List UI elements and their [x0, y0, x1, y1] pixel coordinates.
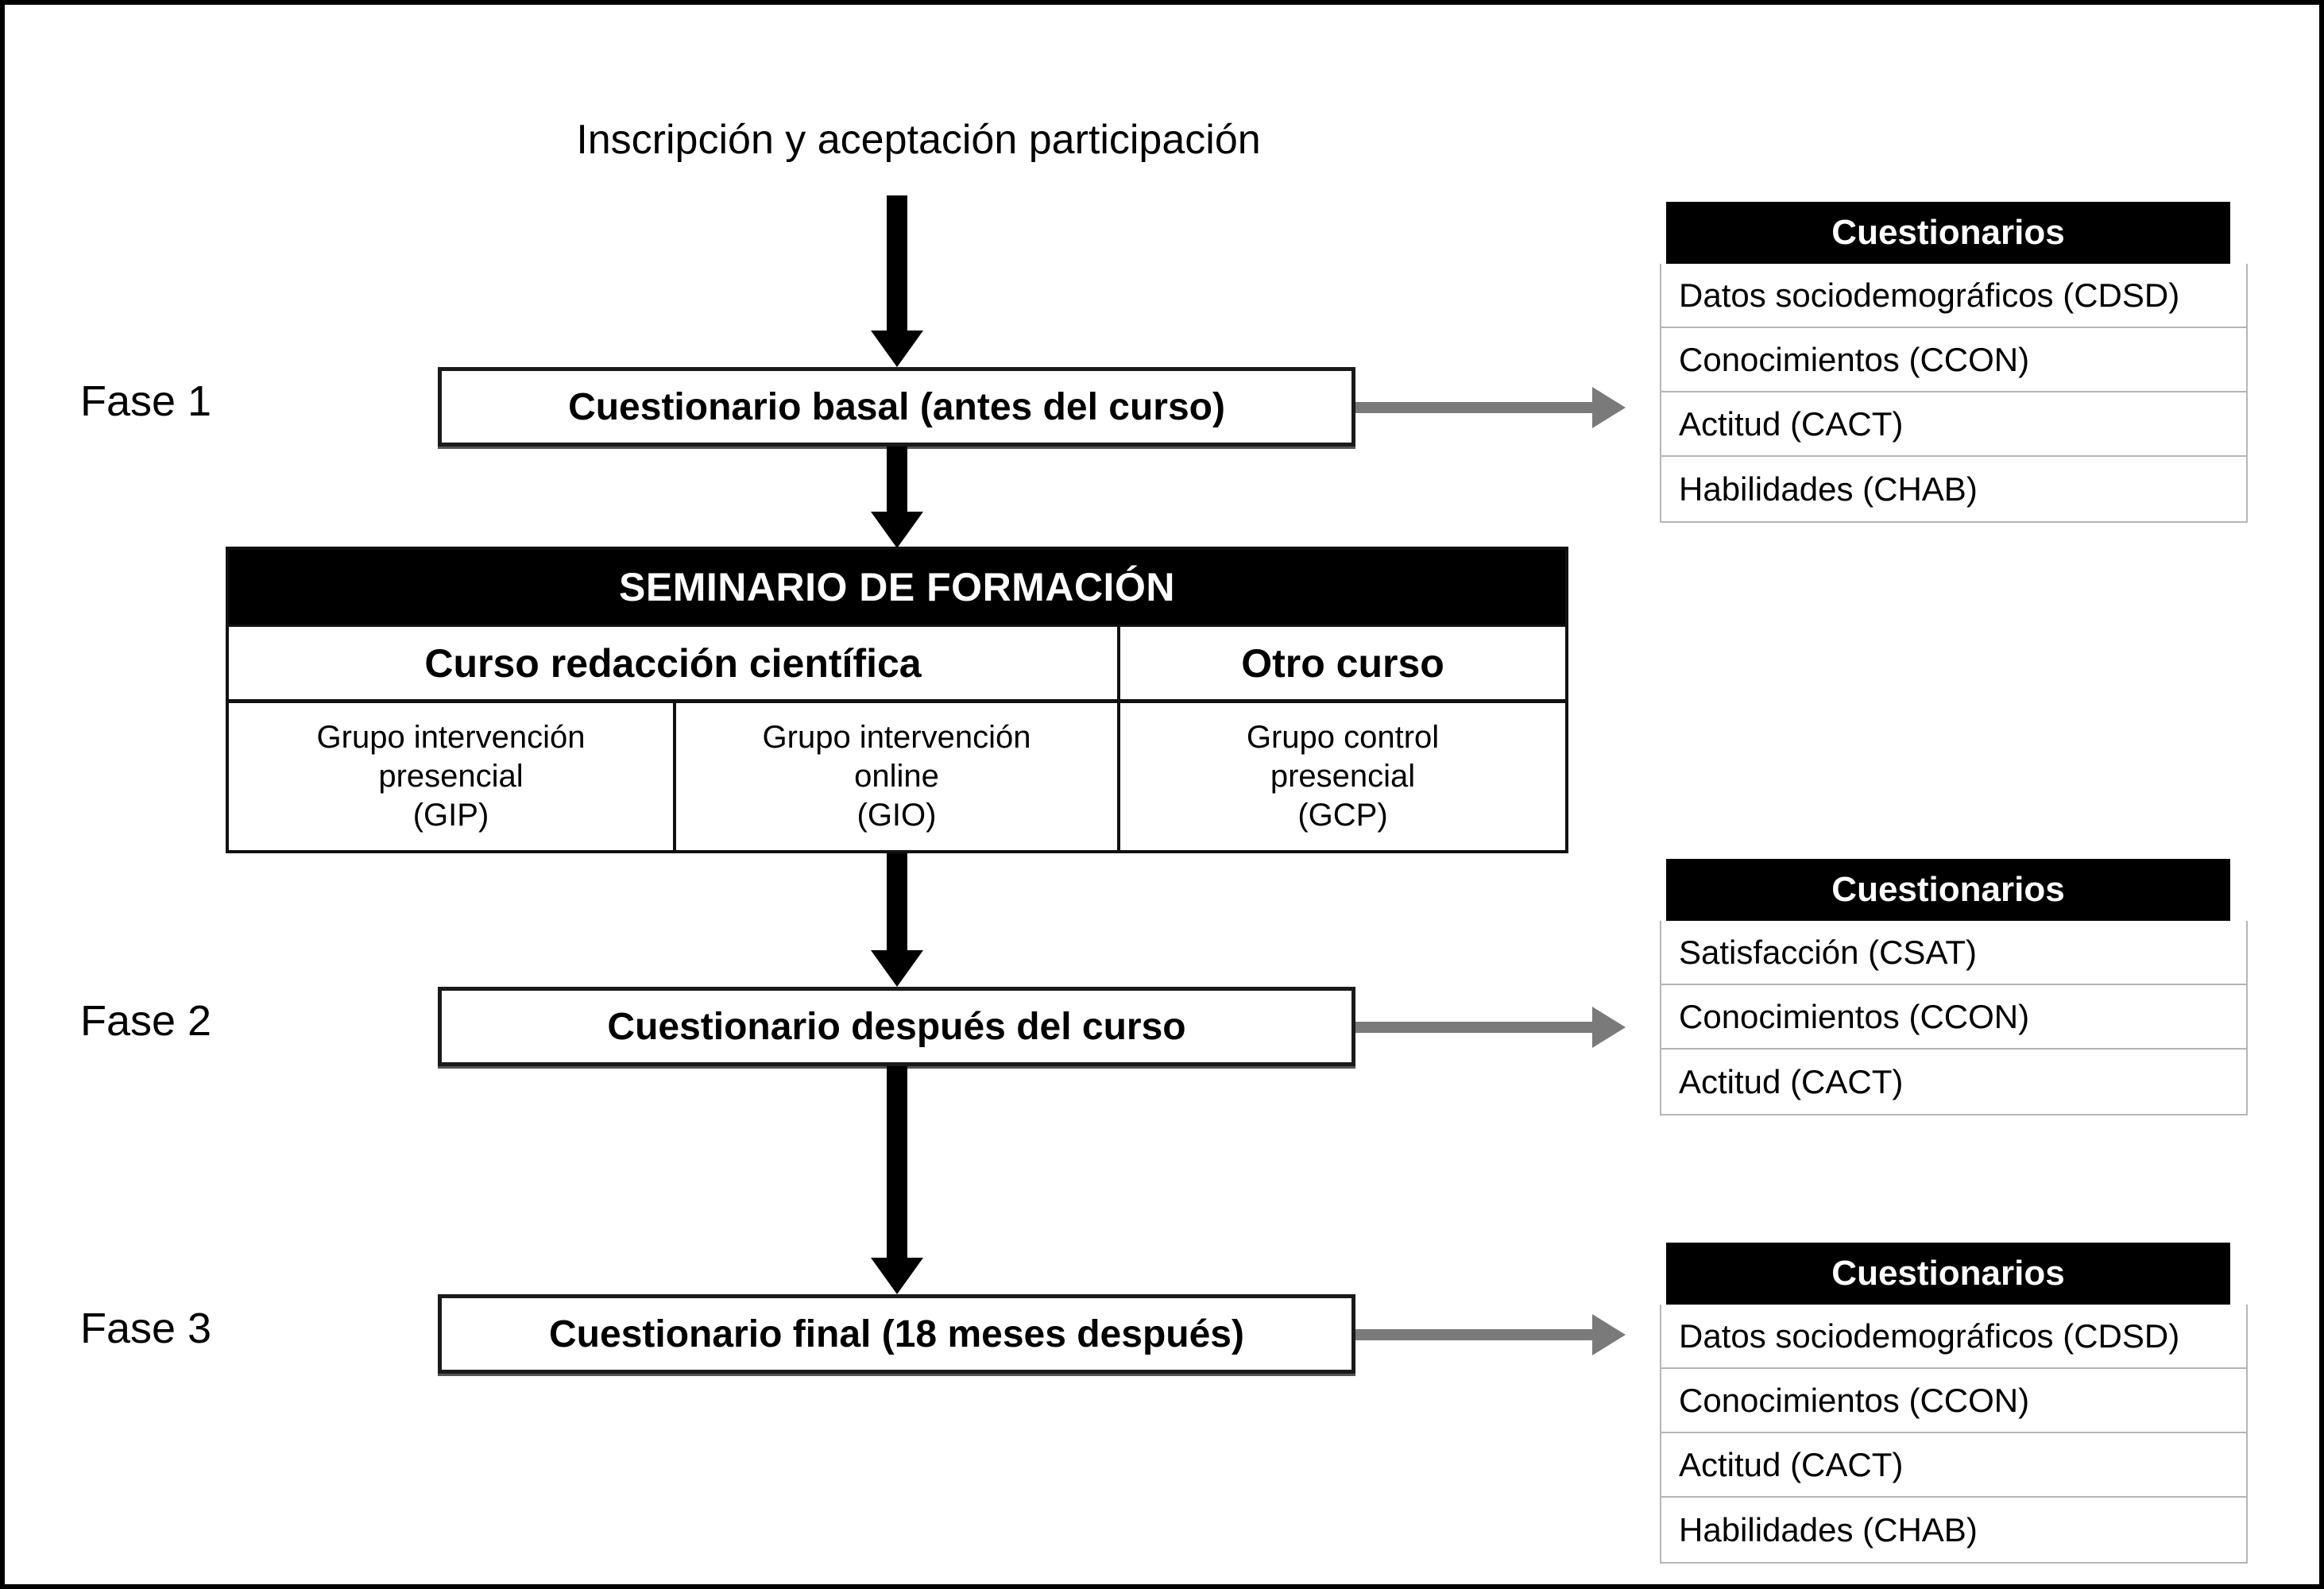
- phase-label-3: Fase 3: [80, 1305, 212, 1352]
- table-row: Actitud (CACT): [1661, 1433, 2246, 1498]
- seminar-header: SEMINARIO DE FORMACIÓN: [229, 550, 1565, 624]
- questionnaire-table-3-header: Cuestionarios: [1666, 1243, 2230, 1305]
- table-row: Conocimientos (CCON): [1661, 985, 2246, 1050]
- group-line: Grupo intervención: [762, 720, 1031, 756]
- flow-start-title: Inscripción y aceptación participación: [576, 117, 1261, 163]
- questionnaire-table-1-rows: Datos sociodemográficos (CDSD) Conocimie…: [1660, 264, 2248, 523]
- questionnaire-table-1-header: Cuestionarios: [1666, 202, 2230, 264]
- seminar-course-row: Curso redacción científica Otro curso: [229, 624, 1565, 699]
- table-row: Habilidades (CHAB): [1661, 457, 2246, 521]
- link-arrow-phase2-to-questionnaires: [1355, 1007, 1626, 1048]
- seminar-course-cell-otro: Otro curso: [1117, 627, 1565, 699]
- questionnaire-table-1: Cuestionarios Datos sociodemográficos (C…: [1660, 202, 2248, 523]
- link-arrow-phase1-to-questionnaires: [1355, 387, 1626, 428]
- group-line: online: [854, 759, 939, 794]
- table-row: Actitud (CACT): [1661, 392, 2246, 457]
- table-row: Conocimientos (CCON): [1661, 328, 2246, 392]
- phase3-box[interactable]: Cuestionario final (18 meses después): [438, 1294, 1355, 1374]
- seminar-group-cell-gio: Grupo intervención online (GIO): [673, 703, 1117, 850]
- table-row: Datos sociodemográficos (CDSD): [1661, 264, 2246, 328]
- seminar-group-cell-gcp: Grupo control presencial (GCP): [1117, 703, 1565, 850]
- group-line: (GIP): [412, 797, 489, 833]
- questionnaire-table-2-rows: Satisfacción (CSAT) Conocimientos (CCON)…: [1660, 921, 2248, 1115]
- flow-arrow-title-to-phase1: [871, 195, 923, 367]
- group-line: (GCP): [1297, 797, 1388, 833]
- table-row: Habilidades (CHAB): [1661, 1498, 2246, 1562]
- questionnaire-table-2: Cuestionarios Satisfacción (CSAT) Conoci…: [1660, 859, 2248, 1115]
- group-line: Grupo intervención: [316, 720, 586, 756]
- seminar-course-cell-redaccion: Curso redacción científica: [229, 627, 1117, 699]
- group-line: presencial: [1270, 759, 1416, 794]
- table-row: Actitud (CACT): [1661, 1050, 2246, 1114]
- phase-label-1: Fase 1: [80, 377, 212, 425]
- flow-arrow-phase2-to-phase3: [871, 1066, 923, 1294]
- table-row: Satisfacción (CSAT): [1661, 921, 2246, 985]
- phase-label-2: Fase 2: [80, 997, 212, 1045]
- link-arrow-phase3-to-questionnaires: [1355, 1314, 1626, 1355]
- table-row: Conocimientos (CCON): [1661, 1369, 2246, 1433]
- questionnaire-table-2-header: Cuestionarios: [1666, 859, 2230, 921]
- table-row: Datos sociodemográficos (CDSD): [1661, 1305, 2246, 1369]
- group-line: presencial: [378, 759, 524, 794]
- flow-arrow-phase1-to-seminar: [871, 447, 923, 548]
- questionnaire-table-3-rows: Datos sociodemográficos (CDSD) Conocimie…: [1660, 1305, 2248, 1564]
- seminar-group-row: Grupo intervención presencial (GIP) Grup…: [229, 699, 1565, 850]
- group-line: (GIO): [857, 797, 937, 833]
- flow-arrow-seminar-to-phase2: [871, 853, 923, 987]
- seminar-table: SEMINARIO DE FORMACIÓN Curso redacción c…: [226, 547, 1568, 853]
- group-line: Grupo control: [1246, 720, 1440, 756]
- questionnaire-table-3: Cuestionarios Datos sociodemográficos (C…: [1660, 1243, 2248, 1564]
- phase1-box[interactable]: Cuestionario basal (antes del curso): [438, 367, 1355, 447]
- phase2-box[interactable]: Cuestionario después del curso: [438, 987, 1355, 1066]
- seminar-group-cell-gip: Grupo intervención presencial (GIP): [229, 703, 673, 850]
